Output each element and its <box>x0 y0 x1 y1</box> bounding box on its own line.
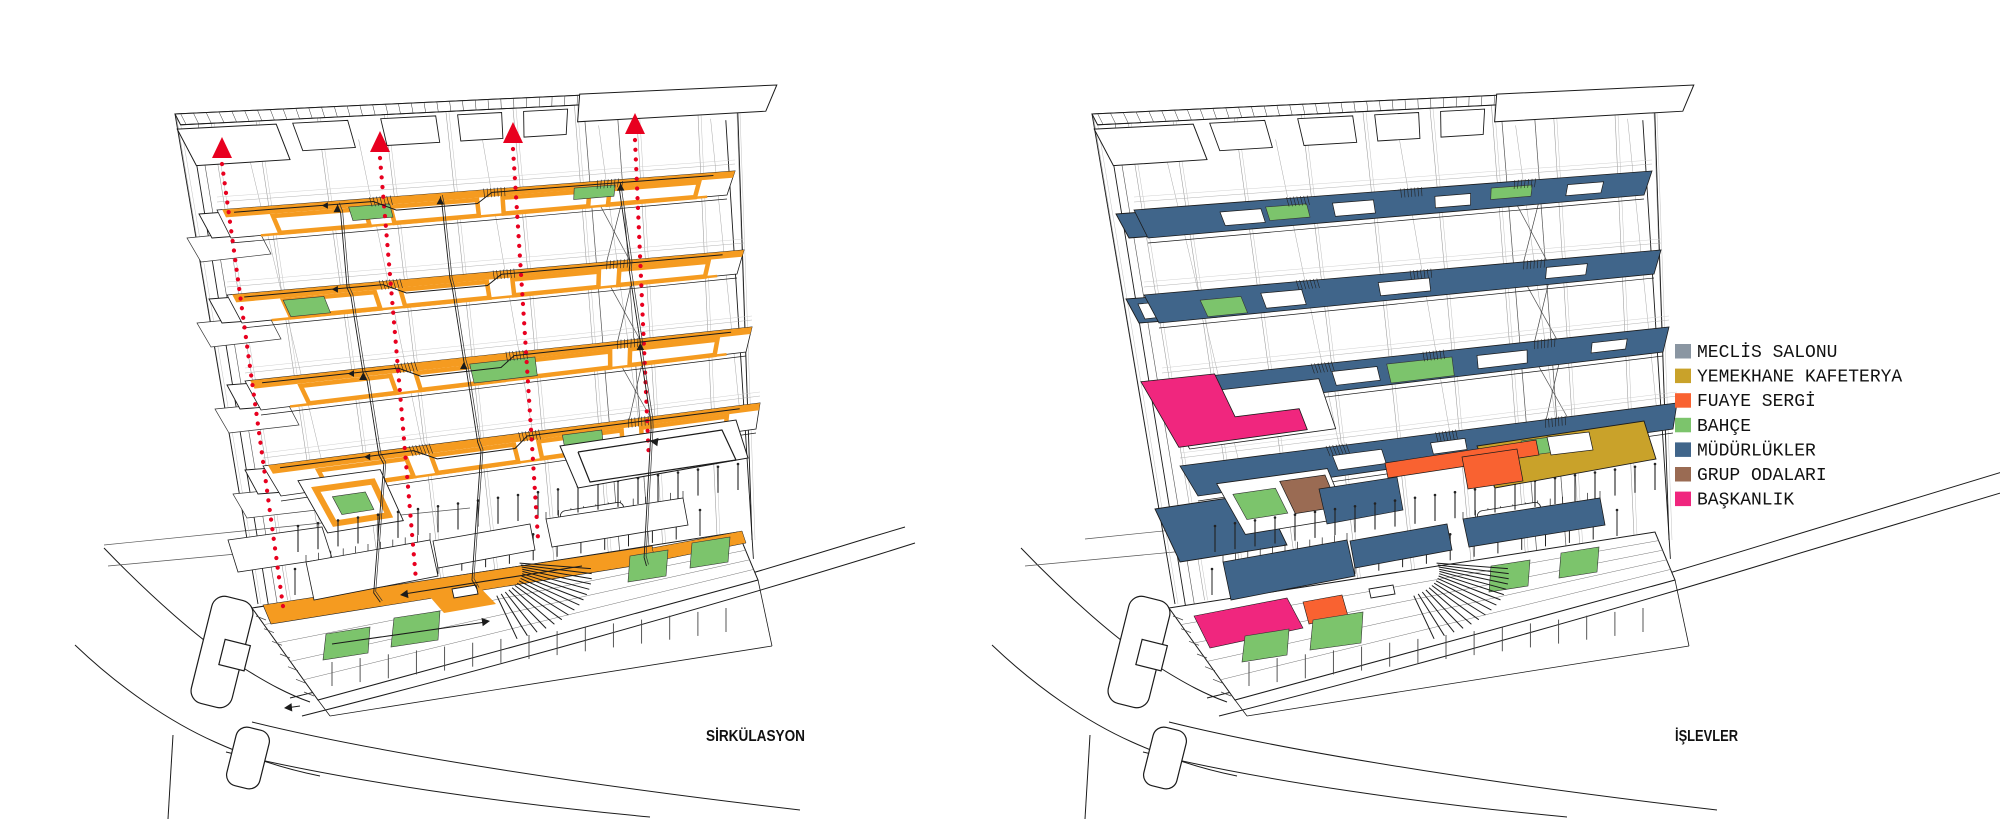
svg-text:FUAYE SERGİ: FUAYE SERGİ <box>1697 391 1816 412</box>
svg-text:YEMEKHANE KAFETERYA: YEMEKHANE KAFETERYA <box>1697 368 1902 388</box>
svg-text:SİRKÜLASYON: SİRKÜLASYON <box>706 726 805 745</box>
svg-text:İŞLEVLER: İŞLEVLER <box>1675 727 1738 745</box>
svg-text:GRUP ODALARI: GRUP ODALARI <box>1697 466 1827 486</box>
svg-text:BAHÇE: BAHÇE <box>1697 417 1751 437</box>
svg-text:MECLİS SALONU: MECLİS SALONU <box>1697 342 1837 363</box>
svg-text:MÜDÜRLÜKLER: MÜDÜRLÜKLER <box>1697 440 1816 461</box>
svg-text:BAŞKANLIK: BAŞKANLIK <box>1697 491 1794 511</box>
